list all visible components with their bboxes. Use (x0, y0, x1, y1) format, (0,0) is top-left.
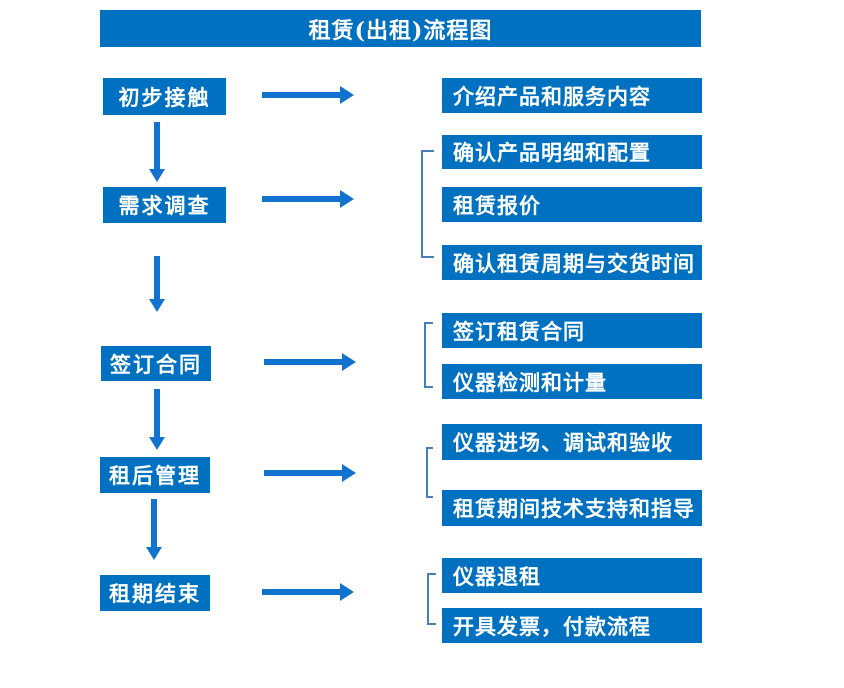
detail-box-invoice-payment: 开具发票，付款流程 (442, 608, 702, 643)
flowchart-title: 租赁(出租)流程图 (100, 10, 701, 47)
detail-box-instrument-testing: 仪器检测和计量 (442, 364, 702, 399)
detail-box-introduce-products: 介绍产品和服务内容 (442, 78, 702, 113)
down-arrow-icon (149, 256, 165, 312)
detail-box-technical-support: 租赁期间技术支持和指导 (442, 490, 702, 526)
detail-box-instrument-return: 仪器退租 (442, 558, 702, 593)
step-box-rental-end: 租期结束 (100, 575, 210, 611)
step-box-post-rental-management: 租后管理 (100, 457, 210, 493)
right-arrow-icon (262, 86, 354, 104)
bracket-connector (426, 447, 433, 498)
right-arrow-icon (262, 190, 354, 208)
down-arrow-icon (149, 389, 165, 450)
detail-box-confirm-period-delivery: 确认租赁周期与交货时间 (442, 245, 702, 280)
detail-box-rental-quote: 租赁报价 (442, 187, 702, 222)
step-box-sign-contract: 签订合同 (101, 346, 211, 381)
bracket-connector (427, 573, 436, 625)
detail-box-confirm-product-config: 确认产品明细和配置 (442, 135, 702, 169)
right-arrow-icon (264, 353, 356, 371)
detail-box-sign-rental-contract: 签订租赁合同 (442, 313, 702, 348)
down-arrow-icon (149, 122, 165, 182)
step-box-demand-survey: 需求调查 (103, 187, 226, 223)
bracket-connector (424, 322, 433, 388)
down-arrow-icon (146, 499, 162, 560)
bracket-connector (421, 150, 434, 258)
detail-box-instrument-setup-acceptance: 仪器进场、调试和验收 (442, 424, 702, 460)
right-arrow-icon (264, 464, 356, 482)
step-box-initial-contact: 初步接触 (103, 78, 226, 115)
right-arrow-icon (262, 583, 354, 601)
